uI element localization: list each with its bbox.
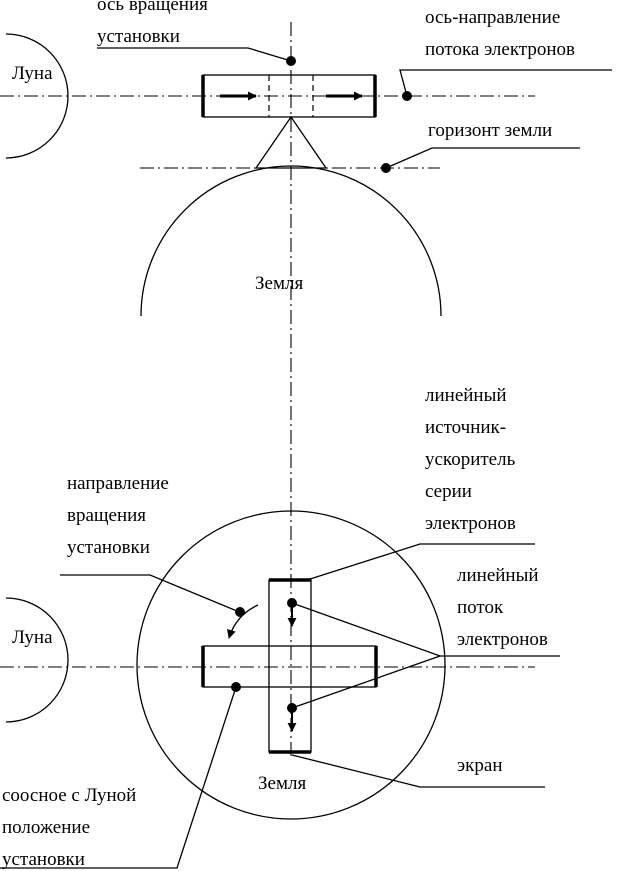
earth-arc (140, 165, 442, 317)
flow-label: поток (457, 597, 504, 618)
coaxial-label: соосное с Луной (2, 785, 136, 806)
rotation-direction-label: установки (67, 537, 150, 558)
screen-label: экран (457, 755, 503, 776)
coaxial-label: установки (2, 849, 85, 870)
accelerator-label: серии (425, 481, 472, 502)
leader-line (97, 47, 292, 62)
flow-axis-label: ось-направление (425, 7, 560, 28)
leader-dot (231, 682, 241, 692)
rotation-axis-label: ось вращения (97, 0, 208, 15)
flow-axis-label: потока электронов (425, 39, 575, 60)
accelerator-label: электронов (425, 513, 516, 534)
leader-dot (402, 91, 412, 101)
moon-label: Луна (12, 63, 53, 84)
leader-line (60, 574, 238, 612)
rotation-axis-label: установки (97, 26, 180, 47)
flow-label: линейный (457, 565, 539, 586)
leader-line (399, 69, 612, 97)
leader-dot (286, 56, 296, 66)
flow-label: электронов (457, 629, 548, 650)
moon-bottom (5, 597, 69, 723)
leader-line (291, 754, 545, 788)
leader-dot (381, 163, 391, 173)
earth-circle (136, 510, 446, 820)
coaxial-label: положение (2, 817, 90, 838)
leader-line (306, 543, 535, 581)
rotation-direction-label: вращения (67, 505, 146, 526)
moon-label: Луна (12, 627, 53, 648)
bottom-view: линейный источник- ускоритель серии элек… (0, 385, 560, 870)
horizon-label: горизонт земли (428, 120, 552, 141)
accelerator-label: линейный (425, 385, 507, 406)
accelerator-label: источник- (425, 417, 506, 438)
moon-top (5, 33, 69, 159)
leader-line (291, 602, 560, 709)
rotation-arrow-icon (227, 604, 259, 639)
accelerator-label: ускоритель (425, 449, 516, 470)
earth-label: Земля (258, 773, 306, 794)
rotation-direction-label: направление (67, 473, 169, 494)
leader-dot (235, 607, 245, 617)
earth-label: Земля (255, 273, 303, 294)
leader-line (385, 147, 580, 169)
leader-line (0, 686, 237, 869)
top-view: ось вращения установки ось-направление п… (0, 0, 612, 758)
